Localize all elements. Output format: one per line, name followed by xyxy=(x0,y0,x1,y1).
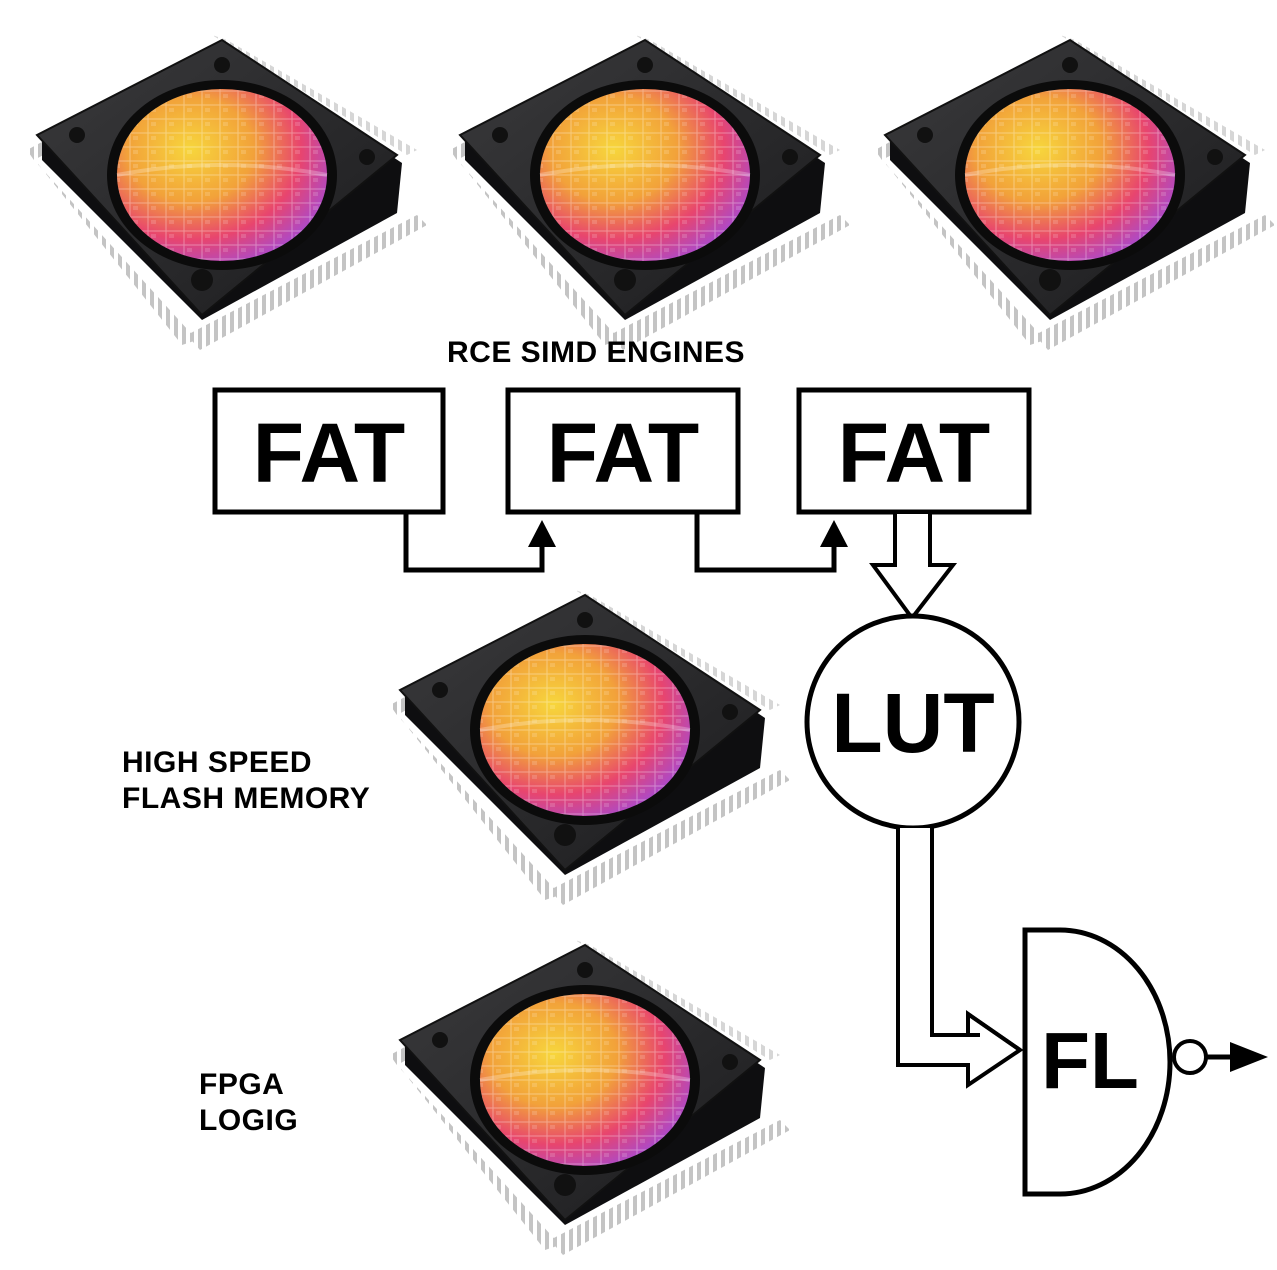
arrow-fat3-to-lut xyxy=(869,510,958,622)
fat-label-2: FAT xyxy=(547,406,699,500)
chip-rce-2 xyxy=(448,33,852,352)
inverter-bubble xyxy=(1172,1039,1208,1075)
chip-fpga-logic xyxy=(388,938,792,1257)
fl-gate: FL xyxy=(1022,927,1268,1197)
arrowhead-fat3 xyxy=(820,520,848,547)
label-flash-line1: HIGH SPEED xyxy=(122,746,313,779)
fat-label-3: FAT xyxy=(838,406,990,500)
connector-fat1-fat2 xyxy=(403,512,545,573)
chip-rce-3 xyxy=(873,33,1277,352)
fat-label-1: FAT xyxy=(253,406,405,500)
connector-fat2-fat3 xyxy=(694,512,837,573)
arrowhead-fat2 xyxy=(528,520,556,547)
fl-label: FL xyxy=(1041,1016,1139,1105)
fat-block-3: FAT xyxy=(796,387,1032,515)
label-flash-line2: FLASH MEMORY xyxy=(122,782,371,815)
fat-block-2: FAT xyxy=(505,387,741,515)
lut-label: LUT xyxy=(831,676,994,770)
chip-rce-1 xyxy=(25,33,429,352)
output-arrowhead xyxy=(1230,1042,1268,1072)
label-fpga-line2: LOGIG xyxy=(199,1104,299,1137)
chip-flash-memory xyxy=(388,588,792,907)
bus-lut-to-fl xyxy=(896,828,1024,1089)
label-simd-engines: RCE SIMD ENGINES xyxy=(447,336,746,369)
label-fpga-line1: FPGA xyxy=(199,1068,285,1101)
lut-block: LUT xyxy=(804,613,1022,831)
fat-block-1: FAT xyxy=(212,387,446,515)
